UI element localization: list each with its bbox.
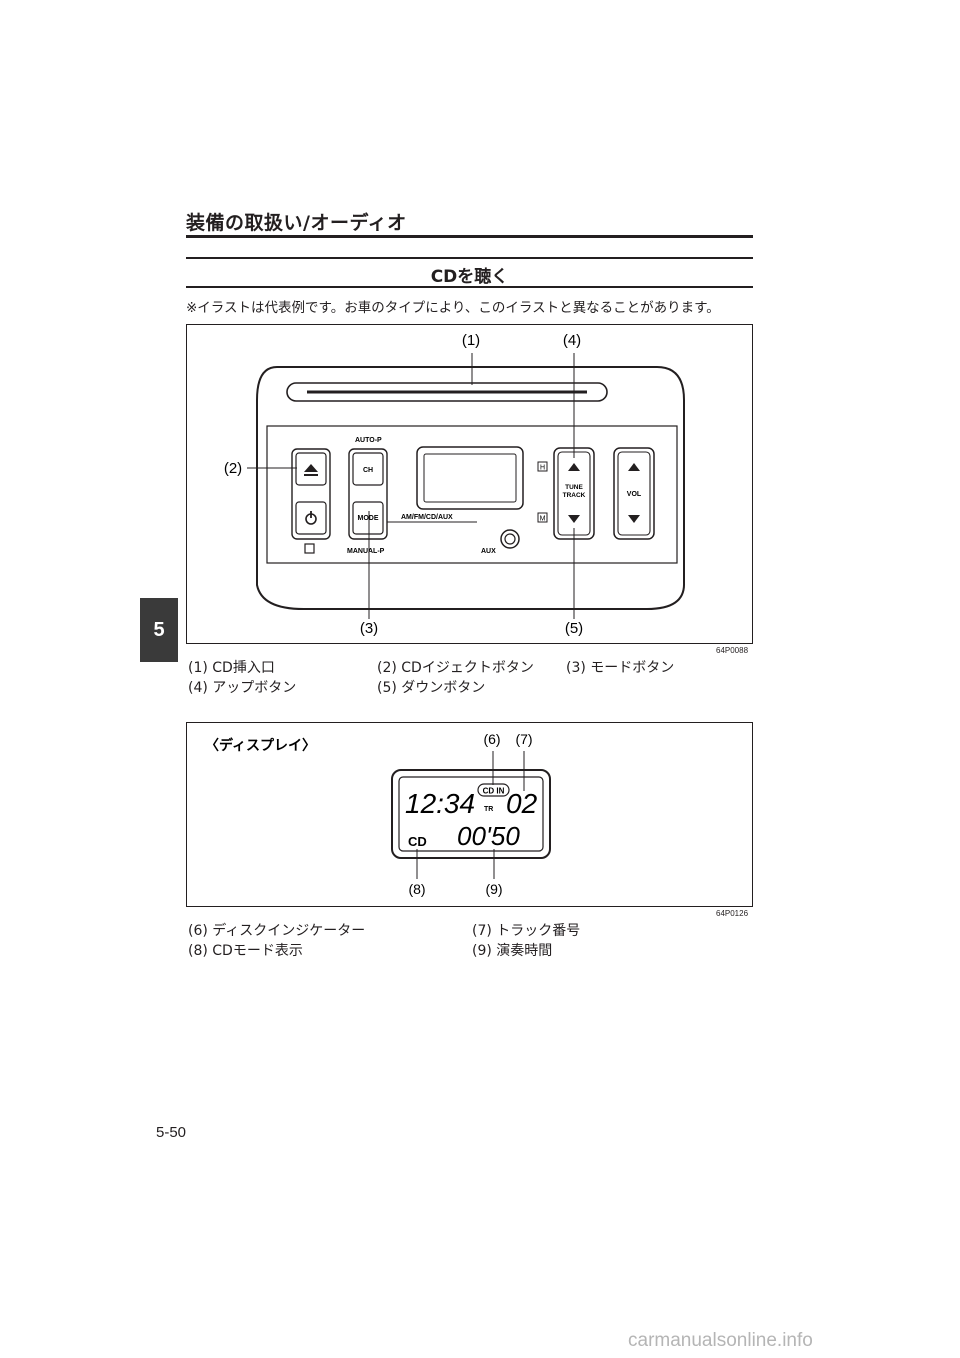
caption-3: (3) モードボタン	[566, 660, 675, 676]
vol-rocker[interactable]	[617, 451, 651, 536]
caption-2: (2) CDイジェクトボタン	[377, 660, 534, 676]
subsection-rule-bottom	[186, 286, 753, 288]
audio-unit-figure: AUTO-P CH MODE AM/FM/CD/AUX MANUAL-P AUX…	[186, 324, 753, 644]
cd-in-label: CD IN	[483, 787, 505, 796]
aux-label: AUX	[481, 548, 496, 555]
unit-casing	[256, 366, 686, 611]
eject-icon	[304, 464, 318, 472]
callout-8: (8)	[408, 881, 425, 897]
figure2-code: 64P0126	[716, 909, 749, 918]
callout-4: (4)	[563, 332, 581, 349]
eject-button[interactable]	[295, 452, 327, 486]
callout-9: (9)	[485, 881, 502, 897]
display-frame	[416, 446, 524, 510]
aux-jack[interactable]	[500, 529, 520, 549]
section-rule	[186, 235, 753, 238]
tune-label: TUNE	[565, 484, 583, 491]
chapter-tab: 5	[140, 598, 178, 662]
tr-label: TR	[484, 806, 493, 813]
figure1-code: 64P0088	[716, 646, 749, 655]
display-figure: 〈ディスプレイ〉 12:34 CD IN TR 02 CD 00'50 (6) …	[186, 722, 753, 907]
cd-mode-indicator: CD	[408, 834, 427, 849]
vol-down-arrow-icon	[628, 515, 640, 523]
callout-1: (1)	[462, 332, 480, 349]
vol-label: VOL	[627, 491, 642, 498]
auto-p-label: AUTO-P	[355, 437, 382, 444]
vol-frame	[613, 447, 655, 540]
watermark-bar	[0, 1326, 960, 1358]
display-window	[423, 453, 517, 503]
ch-label: CH	[363, 467, 373, 474]
vol-up-arrow-icon	[628, 463, 640, 471]
caption-1: (1) CD挿入口	[188, 660, 275, 676]
h-label: H	[540, 465, 545, 472]
callout-3: (3)	[360, 620, 378, 637]
cd-slot-frame	[286, 382, 608, 402]
power-button[interactable]	[295, 501, 327, 535]
m-label: M	[540, 516, 546, 523]
caption-6: (6) ディスクインジケーター	[188, 923, 366, 939]
callout-5: (5)	[565, 620, 583, 637]
subsection-rule-top	[186, 257, 753, 259]
caption-4: (4) アップボタン	[188, 680, 297, 696]
lcd-outer-frame	[391, 769, 551, 859]
page-number: 5-50	[156, 1124, 187, 1141]
lcd-screen	[398, 776, 544, 852]
manual-p-label: MANUAL-P	[347, 548, 385, 555]
audio-unit-illustration: AUTO-P CH MODE AM/FM/CD/AUX MANUAL-P AUX…	[224, 332, 686, 637]
subsection-title: CDを聴く	[430, 267, 509, 287]
illustration-note: ※イラストは代表例です。お車のタイプにより、このイラストと異なることがあります。	[186, 300, 720, 316]
lcd-play-time: 00'50	[457, 821, 520, 851]
callout-6: (6)	[483, 731, 500, 747]
eject-power-frame	[291, 448, 331, 540]
callout-7: (7)	[515, 731, 532, 747]
caption-7: (7) トラック番号	[472, 923, 581, 939]
ch-mode-frame	[348, 448, 388, 540]
display-figure-title: 〈ディスプレイ〉	[205, 737, 316, 753]
watermark-text: carmanualsonline.info	[628, 1330, 813, 1351]
power-indicator-icon	[304, 543, 315, 554]
m-indicator	[537, 512, 548, 523]
up-button-arrow-icon	[568, 463, 580, 471]
ch-button[interactable]	[352, 452, 384, 486]
lcd-clock: 12:34	[405, 788, 475, 819]
h-indicator	[537, 461, 548, 472]
face-panel	[266, 425, 678, 564]
caption-5: (5) ダウンボタン	[377, 680, 486, 696]
down-button-arrow-icon	[568, 515, 580, 523]
callout-2: (2)	[224, 460, 242, 477]
display-illustration: 〈ディスプレイ〉 12:34 CD IN TR 02 CD 00'50 (6) …	[205, 731, 551, 897]
track-label: TRACK	[563, 492, 586, 499]
mode-button[interactable]	[352, 501, 384, 535]
section-title: 装備の取扱い/オーディオ	[186, 212, 407, 234]
caption-9: (9) 演奏時間	[472, 943, 553, 959]
mode-label: MODE	[358, 515, 379, 522]
lcd-track-number: 02	[506, 788, 538, 819]
caption-8: (8) CDモード表示	[188, 943, 303, 959]
am-fm-label: AM/FM/CD/AUX	[401, 514, 453, 521]
